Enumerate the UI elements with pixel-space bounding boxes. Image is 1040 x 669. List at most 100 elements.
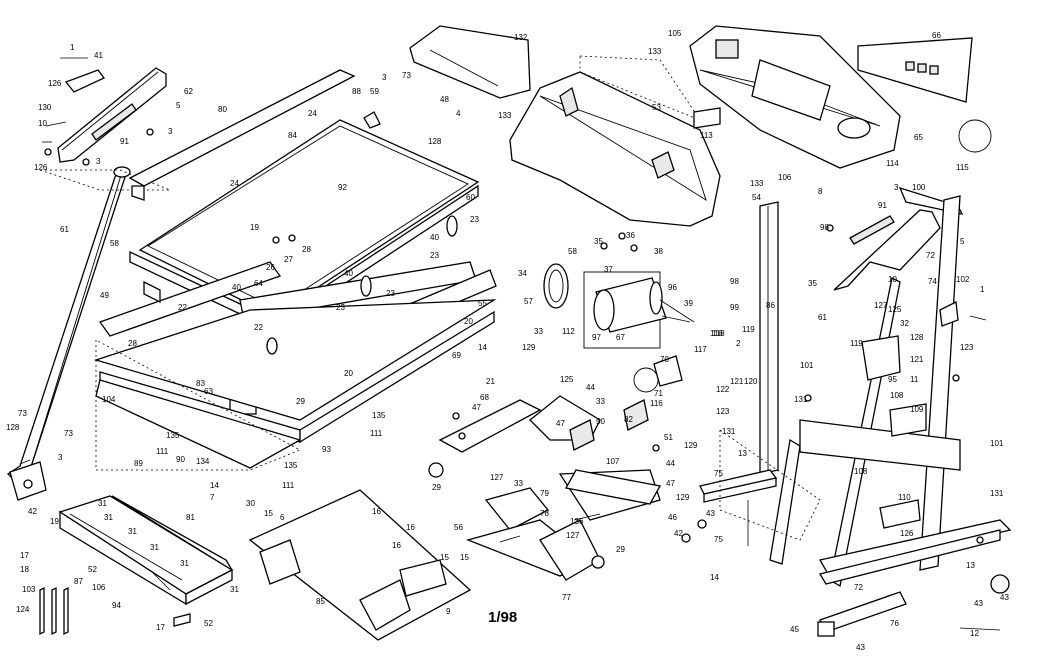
callout-3: 3 [96, 157, 101, 166]
callout-84: 84 [288, 131, 297, 140]
callout-47: 47 [666, 479, 675, 488]
callout-31: 31 [230, 585, 239, 594]
callout-127: 127 [874, 301, 888, 310]
callout-43: 43 [706, 509, 715, 518]
callout-15: 15 [264, 509, 273, 518]
callout-48: 48 [440, 95, 449, 104]
callout-135: 135 [284, 461, 298, 470]
callout-111: 111 [370, 429, 383, 438]
center-frame-assembly [428, 355, 683, 581]
callout-3: 3 [382, 73, 387, 82]
callout-65: 65 [914, 133, 923, 142]
callout-68: 68 [480, 393, 489, 402]
callout-1: 1 [70, 43, 75, 52]
motor-hood-assembly [409, 25, 721, 227]
callout-126: 126 [34, 163, 48, 172]
callout-98: 98 [820, 223, 829, 232]
callout-116: 116 [650, 399, 663, 408]
callout-129: 129 [522, 343, 536, 352]
walking-deck-assembly [93, 69, 497, 471]
callout-123: 123 [716, 407, 730, 416]
callout-75: 75 [714, 469, 723, 478]
callout-29: 29 [296, 397, 305, 406]
callout-111: 111 [156, 447, 169, 456]
callout-44: 44 [666, 459, 675, 468]
callout-32: 32 [900, 319, 909, 328]
callout-2: 2 [736, 339, 741, 348]
callout-131: 131 [722, 427, 736, 436]
callout-124: 124 [16, 605, 30, 614]
callout-52: 52 [88, 565, 97, 574]
callout-16: 16 [392, 541, 401, 550]
callout-16: 16 [406, 523, 415, 532]
callout-101: 101 [800, 361, 814, 370]
callout-111: 111 [282, 481, 295, 490]
callout-31: 31 [180, 559, 189, 568]
callout-87: 87 [74, 577, 83, 586]
callout-125: 125 [560, 375, 574, 384]
callout-36: 36 [626, 231, 635, 240]
callout-18: 18 [20, 565, 29, 574]
callout-116: 116 [710, 329, 723, 338]
console-assembly [689, 25, 992, 169]
callout-136: 136 [570, 517, 584, 526]
callout-19: 19 [250, 223, 259, 232]
callout-22: 22 [178, 303, 187, 312]
callout-115: 115 [956, 163, 969, 172]
callout-73: 73 [18, 409, 27, 418]
callout-60: 60 [466, 193, 475, 202]
callout-31: 31 [128, 527, 137, 536]
callout-10: 10 [38, 119, 47, 128]
callout-71: 71 [654, 389, 663, 398]
callout-3: 3 [894, 183, 899, 192]
callout-29: 29 [616, 545, 625, 554]
callout-121: 121 [730, 377, 744, 386]
callout-90: 90 [176, 455, 185, 464]
callout-88: 88 [352, 87, 361, 96]
callout-10: 10 [888, 275, 897, 284]
callout-5: 5 [176, 101, 181, 110]
callout-131: 131 [990, 489, 1004, 498]
callout-50: 50 [596, 417, 605, 426]
callout-47: 47 [556, 419, 565, 428]
callout-5: 5 [960, 237, 965, 246]
callout-17: 17 [20, 551, 29, 560]
callout-117: 117 [694, 345, 707, 354]
callout-58: 58 [110, 239, 119, 248]
callout-37: 37 [604, 265, 613, 274]
callout-42: 42 [28, 507, 37, 516]
callout-59: 59 [370, 87, 379, 96]
callout-74: 74 [928, 277, 937, 286]
callout-66: 66 [932, 31, 941, 40]
callout-40: 40 [430, 233, 439, 242]
callout-108: 108 [890, 391, 904, 400]
callout-31: 31 [104, 513, 113, 522]
callout-69: 69 [452, 351, 461, 360]
callout-61: 61 [818, 313, 827, 322]
callout-72: 72 [926, 251, 935, 260]
callout-21: 21 [486, 377, 495, 386]
callout-80: 80 [218, 105, 227, 114]
callout-43: 43 [974, 599, 983, 608]
callout-42: 42 [674, 529, 683, 538]
callout-20: 20 [344, 369, 353, 378]
callout-79: 79 [540, 489, 549, 498]
callout-105: 105 [668, 29, 682, 38]
callout-26: 26 [266, 263, 275, 272]
callout-47: 47 [472, 403, 481, 412]
callout-119: 119 [742, 325, 755, 334]
callout-73: 73 [64, 429, 73, 438]
callout-17: 17 [156, 623, 165, 632]
callout-14: 14 [478, 343, 487, 352]
callout-135: 135 [372, 411, 386, 420]
callout-106: 106 [92, 583, 106, 592]
callout-133: 133 [648, 47, 662, 56]
callout-30: 30 [246, 499, 255, 508]
callout-34: 34 [518, 269, 527, 278]
callout-51: 51 [664, 433, 673, 442]
callout-127: 127 [566, 531, 580, 540]
callout-62: 62 [184, 87, 193, 96]
callout-33: 33 [596, 397, 605, 406]
callout-70: 70 [660, 355, 669, 364]
callout-106: 106 [778, 173, 792, 182]
